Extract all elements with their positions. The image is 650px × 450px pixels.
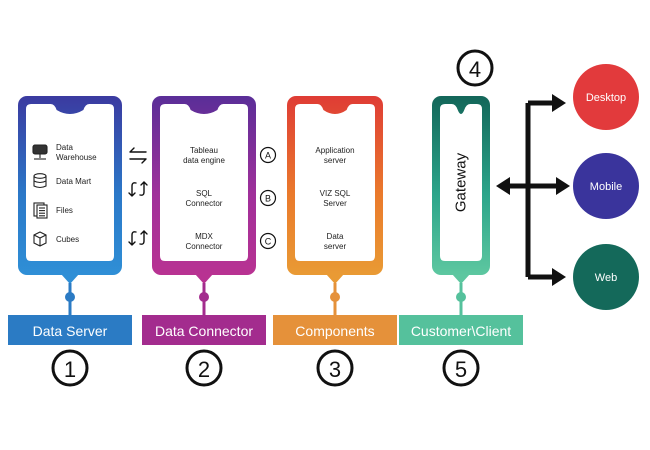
label-text: Components bbox=[295, 323, 374, 339]
connector-dot bbox=[65, 292, 75, 302]
badge-circle bbox=[259, 146, 277, 164]
item-text: SQL bbox=[196, 189, 213, 198]
item-text: Connector bbox=[186, 242, 223, 251]
item-text: server bbox=[324, 156, 347, 165]
arrowhead-web bbox=[552, 268, 566, 286]
output-label: Desktop bbox=[586, 92, 626, 104]
card-pointer bbox=[452, 274, 470, 284]
step-number-circle bbox=[185, 349, 223, 387]
label-bar bbox=[142, 315, 266, 345]
item-text: Tableau bbox=[190, 146, 218, 155]
arrow-heads bbox=[496, 94, 570, 286]
item-text: Data bbox=[327, 232, 344, 241]
card-panel bbox=[160, 104, 248, 261]
item-text: Application bbox=[315, 146, 354, 155]
files-icon bbox=[33, 202, 48, 219]
connector-dot bbox=[456, 292, 466, 302]
item-text: MDX bbox=[195, 232, 213, 241]
card-pointer bbox=[326, 274, 344, 284]
item-text: Files bbox=[56, 206, 73, 215]
label-text: Data Connector bbox=[155, 323, 253, 339]
badge-letter: A bbox=[265, 151, 271, 161]
database-icon bbox=[33, 173, 47, 189]
step-number: 3 bbox=[329, 357, 341, 382]
badge-circle bbox=[259, 232, 277, 250]
card-pointer bbox=[195, 274, 213, 284]
label-bar bbox=[8, 315, 132, 345]
loop-arrows-icon bbox=[128, 230, 148, 246]
card-panel bbox=[440, 104, 482, 261]
step-number: 1 bbox=[64, 357, 76, 382]
item-text: Connector bbox=[186, 199, 223, 208]
card-panel bbox=[26, 104, 114, 261]
card-pointer bbox=[61, 274, 79, 284]
item-text: VIZ SQL bbox=[320, 189, 351, 198]
card-panel bbox=[295, 104, 375, 261]
step-number-circle bbox=[316, 349, 354, 387]
output-web-circle bbox=[573, 244, 639, 310]
arrowhead-mobile bbox=[556, 177, 570, 195]
badge-letter: B bbox=[265, 194, 271, 204]
item-text: Cubes bbox=[56, 235, 79, 244]
step-number-circle bbox=[442, 349, 480, 387]
label-bar bbox=[273, 315, 397, 345]
top-number-circle bbox=[456, 49, 494, 87]
output-arrows bbox=[502, 100, 560, 280]
loop-arrows-icon bbox=[128, 181, 148, 197]
output-mobile-circle bbox=[573, 153, 639, 219]
item-text: Data bbox=[56, 143, 73, 152]
bidirectional-arrows-icon bbox=[129, 147, 147, 164]
top-number: 4 bbox=[469, 57, 481, 82]
output-desktop-circle bbox=[573, 64, 639, 130]
gateway-label: Gateway bbox=[453, 152, 470, 212]
label-text: Data Server bbox=[33, 323, 108, 339]
item-text: Data Mart bbox=[56, 177, 92, 186]
item-text: server bbox=[324, 242, 347, 251]
column-4: Customer\Client 5 Gateway 4 bbox=[399, 49, 523, 387]
connector-dot bbox=[199, 292, 209, 302]
step-number-circle bbox=[51, 349, 89, 387]
arrowhead-gateway bbox=[496, 177, 510, 195]
cube-icon bbox=[33, 231, 47, 247]
step-number: 5 bbox=[455, 357, 467, 382]
output-label: Mobile bbox=[590, 181, 622, 193]
connector-dot bbox=[330, 292, 340, 302]
label-text: Customer\Client bbox=[411, 323, 511, 339]
badge-letter: C bbox=[265, 237, 272, 247]
label-bar bbox=[399, 315, 523, 345]
badge-circle bbox=[259, 189, 277, 207]
output-label: Web bbox=[595, 272, 617, 284]
item-text: Warehouse bbox=[56, 153, 97, 162]
item-text: data engine bbox=[183, 156, 225, 165]
item-text: Server bbox=[323, 199, 347, 208]
step-number: 2 bbox=[198, 357, 210, 382]
server-icon bbox=[32, 144, 48, 160]
arrowhead-desktop bbox=[552, 94, 566, 112]
